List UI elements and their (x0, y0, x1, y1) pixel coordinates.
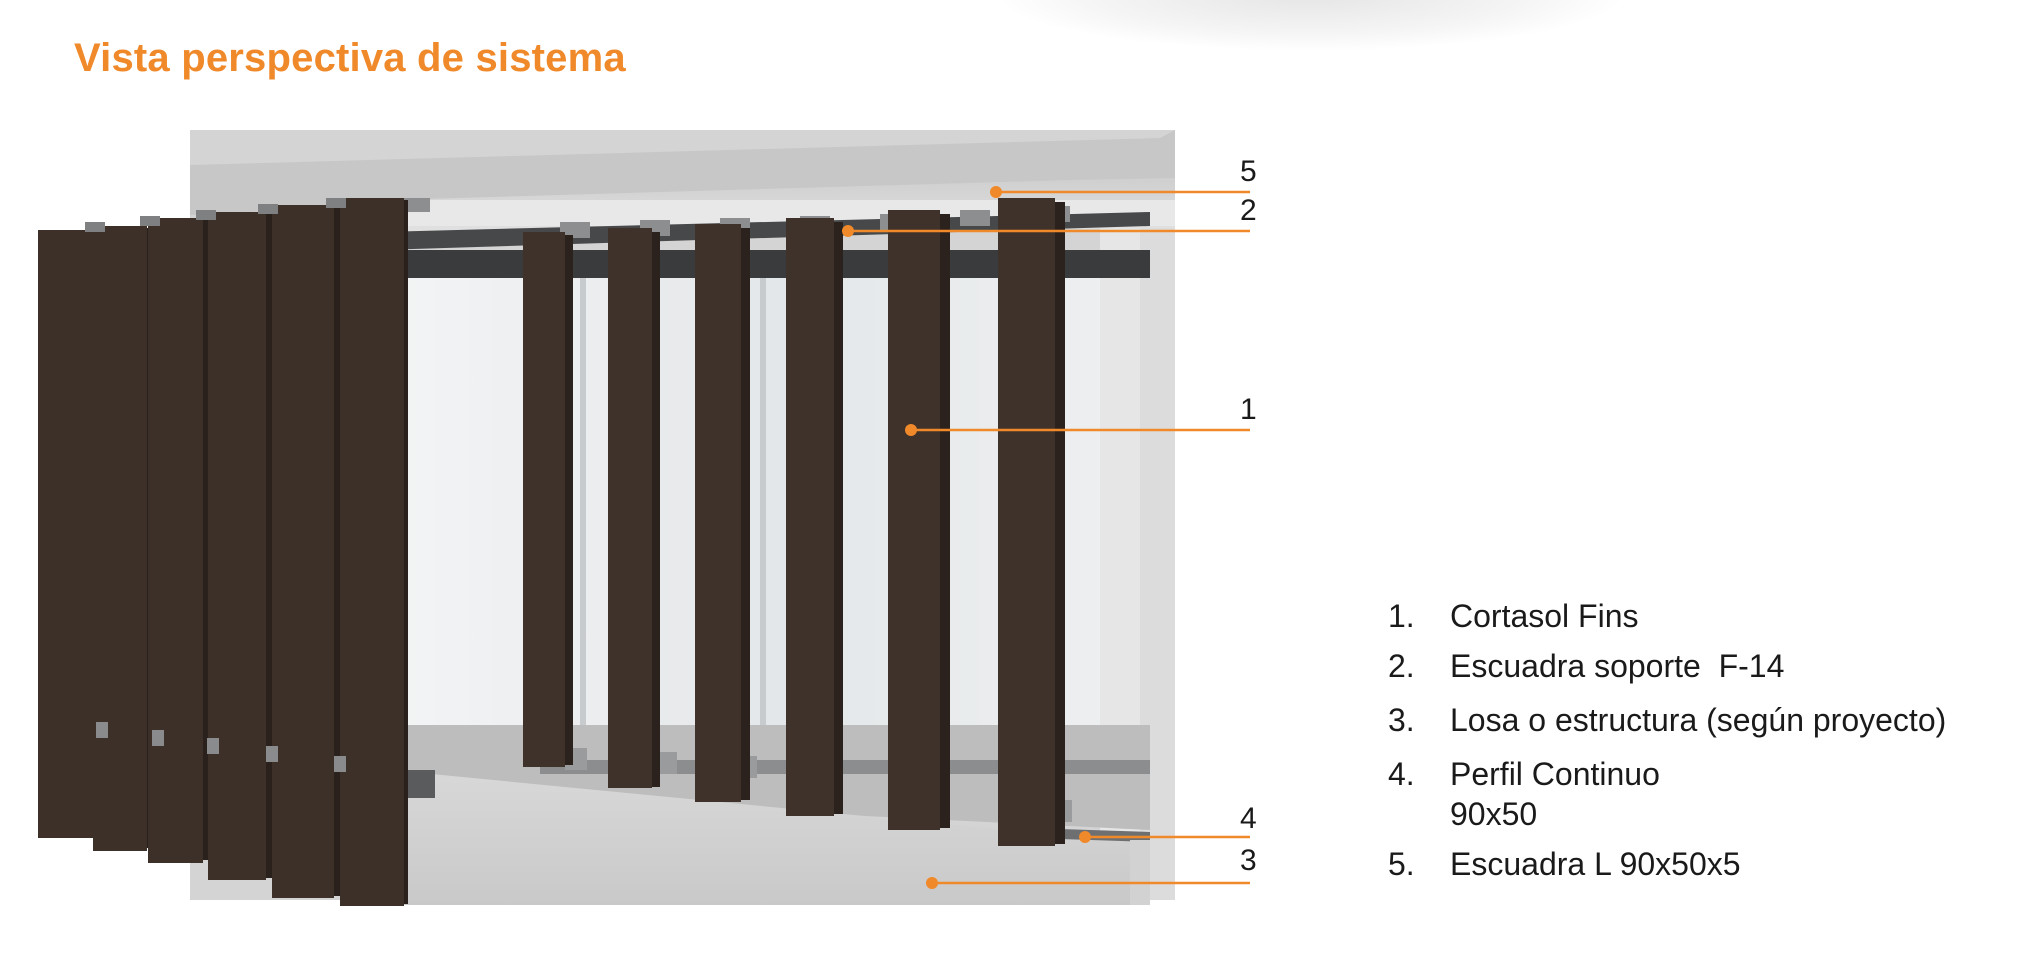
legend-list: 1. Cortasol Fins 2. Escuadra soporte F-1… (1388, 596, 2008, 884)
legend-item-number: 1. (1388, 598, 1415, 634)
page-title: Vista perspectiva de sistema (74, 36, 626, 80)
fin-side (940, 214, 950, 828)
legend-item-number: 5. (1388, 846, 1415, 882)
bottom-slab-front (390, 770, 1150, 905)
legend-item-number: 3. (1388, 702, 1415, 738)
outer-fins (38, 198, 408, 906)
legend-item-label: Cortasol Fins (1450, 598, 1639, 634)
fin (998, 198, 1055, 846)
legend-item-number: 2. (1388, 648, 1415, 684)
callout-dot-1 (905, 424, 917, 436)
bottom-profile-track (540, 760, 1150, 774)
legend-item: 4. Perfil Continuo 90x50 (1388, 754, 2008, 834)
legend-item-label: Losa o estructura (según proyecto) (1450, 702, 1947, 738)
legend-item-label: Perfil Continuo (1450, 756, 1660, 792)
outer-bottom-brackets (96, 722, 346, 772)
fin-side (834, 222, 843, 814)
legend-item: 2. Escuadra soporte F-14 (1388, 646, 2008, 686)
fin (148, 218, 203, 863)
fin-side (741, 228, 750, 800)
callout-number-1: 1 (1240, 393, 1257, 426)
callout-number-5: 5 (1240, 155, 1257, 188)
callout-dot-5 (990, 186, 1002, 198)
fin (340, 198, 404, 906)
callout-number-3: 3 (1240, 844, 1257, 877)
legend-item: 3. Losa o estructura (según proyecto) (1388, 700, 2008, 740)
outer-top-brackets (85, 198, 346, 232)
legend-item: 5. Escuadra L 90x50x5 (1388, 844, 2008, 884)
fin-side (1055, 202, 1065, 844)
callout-dot-4 (1079, 831, 1091, 843)
fin (208, 212, 266, 880)
callout-dot-2 (842, 225, 854, 237)
fin (888, 210, 940, 830)
fin (786, 218, 834, 816)
callout-number-2: 2 (1240, 194, 1257, 227)
legend-item-label: Escuadra soporte F-14 (1450, 648, 1785, 684)
bottom-slab-side (1130, 840, 1150, 905)
fin (695, 224, 741, 802)
fin (272, 205, 334, 898)
legend-item-label-continued: 90x50 (1450, 796, 1538, 832)
mullion (580, 255, 586, 730)
fin (93, 226, 147, 851)
fin-side (652, 232, 660, 787)
callouts (842, 186, 1250, 889)
top-slab-top (190, 130, 1175, 215)
mullion (760, 255, 766, 730)
fin (523, 232, 565, 767)
callout-dot-3 (926, 877, 938, 889)
fin (38, 230, 93, 838)
legend-item: 1. Cortasol Fins (1388, 596, 2008, 636)
fin-side (565, 235, 573, 765)
legend-item-number: 4. (1388, 756, 1415, 792)
callout-number-4: 4 (1240, 802, 1257, 835)
fin-side (404, 200, 408, 904)
fin (608, 228, 652, 788)
legend-item-label: Escuadra L 90x50x5 (1450, 846, 1741, 882)
inner-fins (523, 198, 1065, 846)
